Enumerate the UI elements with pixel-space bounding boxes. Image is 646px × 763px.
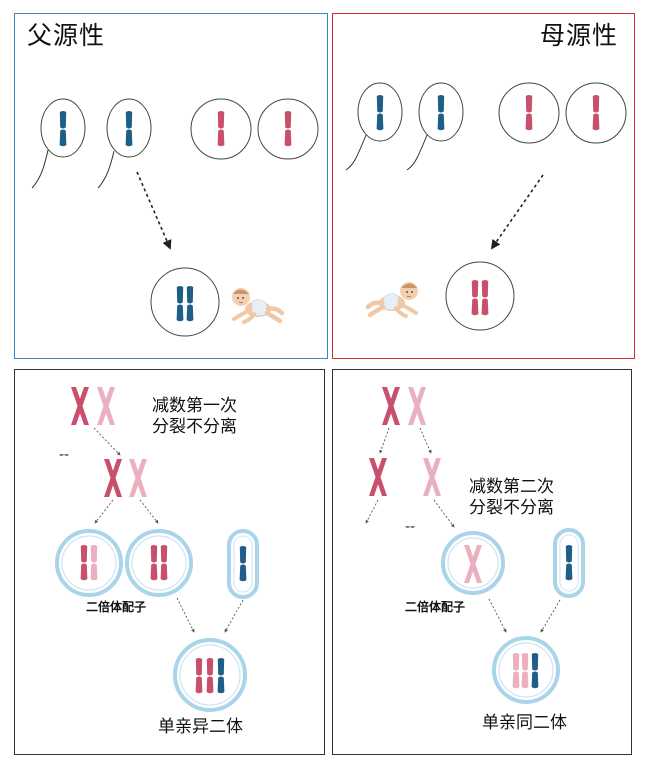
label-result-left: 单亲异二体 [158,717,243,737]
panel-meiosis-one [14,369,325,755]
label-meiosis-one-nondisjunction: 减数第一次 分裂不分离 [152,396,237,438]
panel-paternal [14,13,328,359]
egg-cell-1 [190,98,252,160]
egg-cell-2 [257,98,319,160]
diploid-gamete-2 [125,529,193,597]
diploid-gamete-right [441,531,505,595]
sperm-gamete [227,529,259,599]
sperm-gamete-right [553,528,585,598]
arrow-icon [136,171,172,250]
label-meiosis-two-nondisjunction: 减数第二次 分裂不分离 [469,477,554,519]
zygote-paternal [150,267,220,337]
label-diploid-gamete-right: 二倍体配子 [405,600,466,614]
zygote-maternal [445,261,515,331]
maternal-sperm-cell-1 [345,82,403,171]
arrow-icon [490,174,544,250]
maternal-sperm-cell-2 [406,82,464,171]
trisomic-zygote-left [173,638,247,712]
title-maternal: 母源性 [540,21,619,50]
paternal-sperm-cell-1 [31,98,86,189]
maternal-egg-cell-1 [498,82,560,144]
trisomic-zygote-right [492,636,560,704]
label-diploid-gamete-left: 二倍体配子 [86,600,147,614]
panel-maternal [332,13,635,359]
dash-mark-right: -- [405,519,416,535]
paternal-sperm-cell-2 [97,98,152,189]
label-result-right: 单亲同二体 [482,713,567,733]
dash-mark-left: -- [59,447,70,463]
diploid-gamete-1 [55,529,123,597]
maternal-egg-cell-2 [565,82,627,144]
title-paternal: 父源性 [27,21,106,50]
panel-meiosis-two [332,369,632,755]
